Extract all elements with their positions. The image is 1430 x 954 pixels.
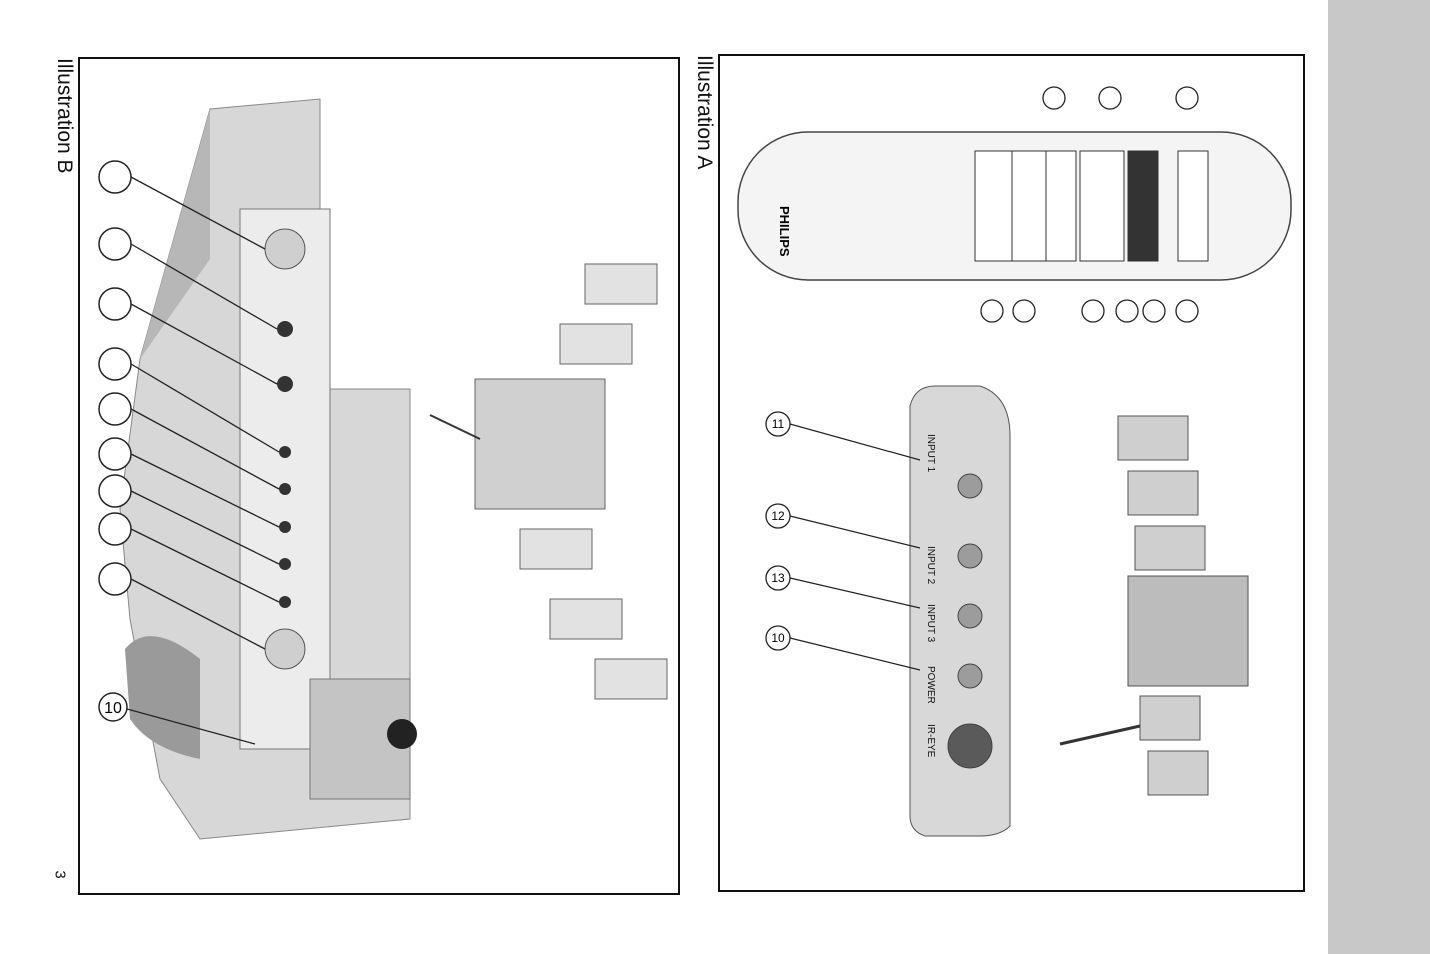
- remote-and-panel-drawing: PHILIPS INPUT 1 INPUT 2 INPUT 3: [737, 86, 1292, 837]
- front-label-input3: INPUT 3: [925, 604, 936, 643]
- callout-power-b: 10: [104, 700, 122, 717]
- illustration-a-title: Illustration A: [693, 55, 716, 170]
- illustration-b-frame: 10: [78, 57, 680, 895]
- remote-brand: PHILIPS: [777, 206, 792, 257]
- callout-13: 13: [771, 571, 785, 585]
- callout-12: 12: [771, 509, 785, 523]
- front-label-power: POWER: [925, 666, 936, 704]
- page-sidebar: [1328, 0, 1430, 954]
- front-label-ir-eye: IR-EYE: [925, 724, 936, 758]
- rear-panel-drawing: 10: [98, 98, 668, 840]
- illustration-b-title: Illustration B: [53, 58, 76, 174]
- illustration-a-frame: PHILIPS INPUT 1 INPUT 2 INPUT 3: [718, 54, 1305, 892]
- callout-11: 11: [772, 417, 785, 431]
- front-label-input1: INPUT 1: [925, 434, 936, 473]
- callout-10: 10: [771, 631, 785, 645]
- front-label-input2: INPUT 2: [925, 546, 936, 585]
- page-number: 3: [51, 870, 69, 879]
